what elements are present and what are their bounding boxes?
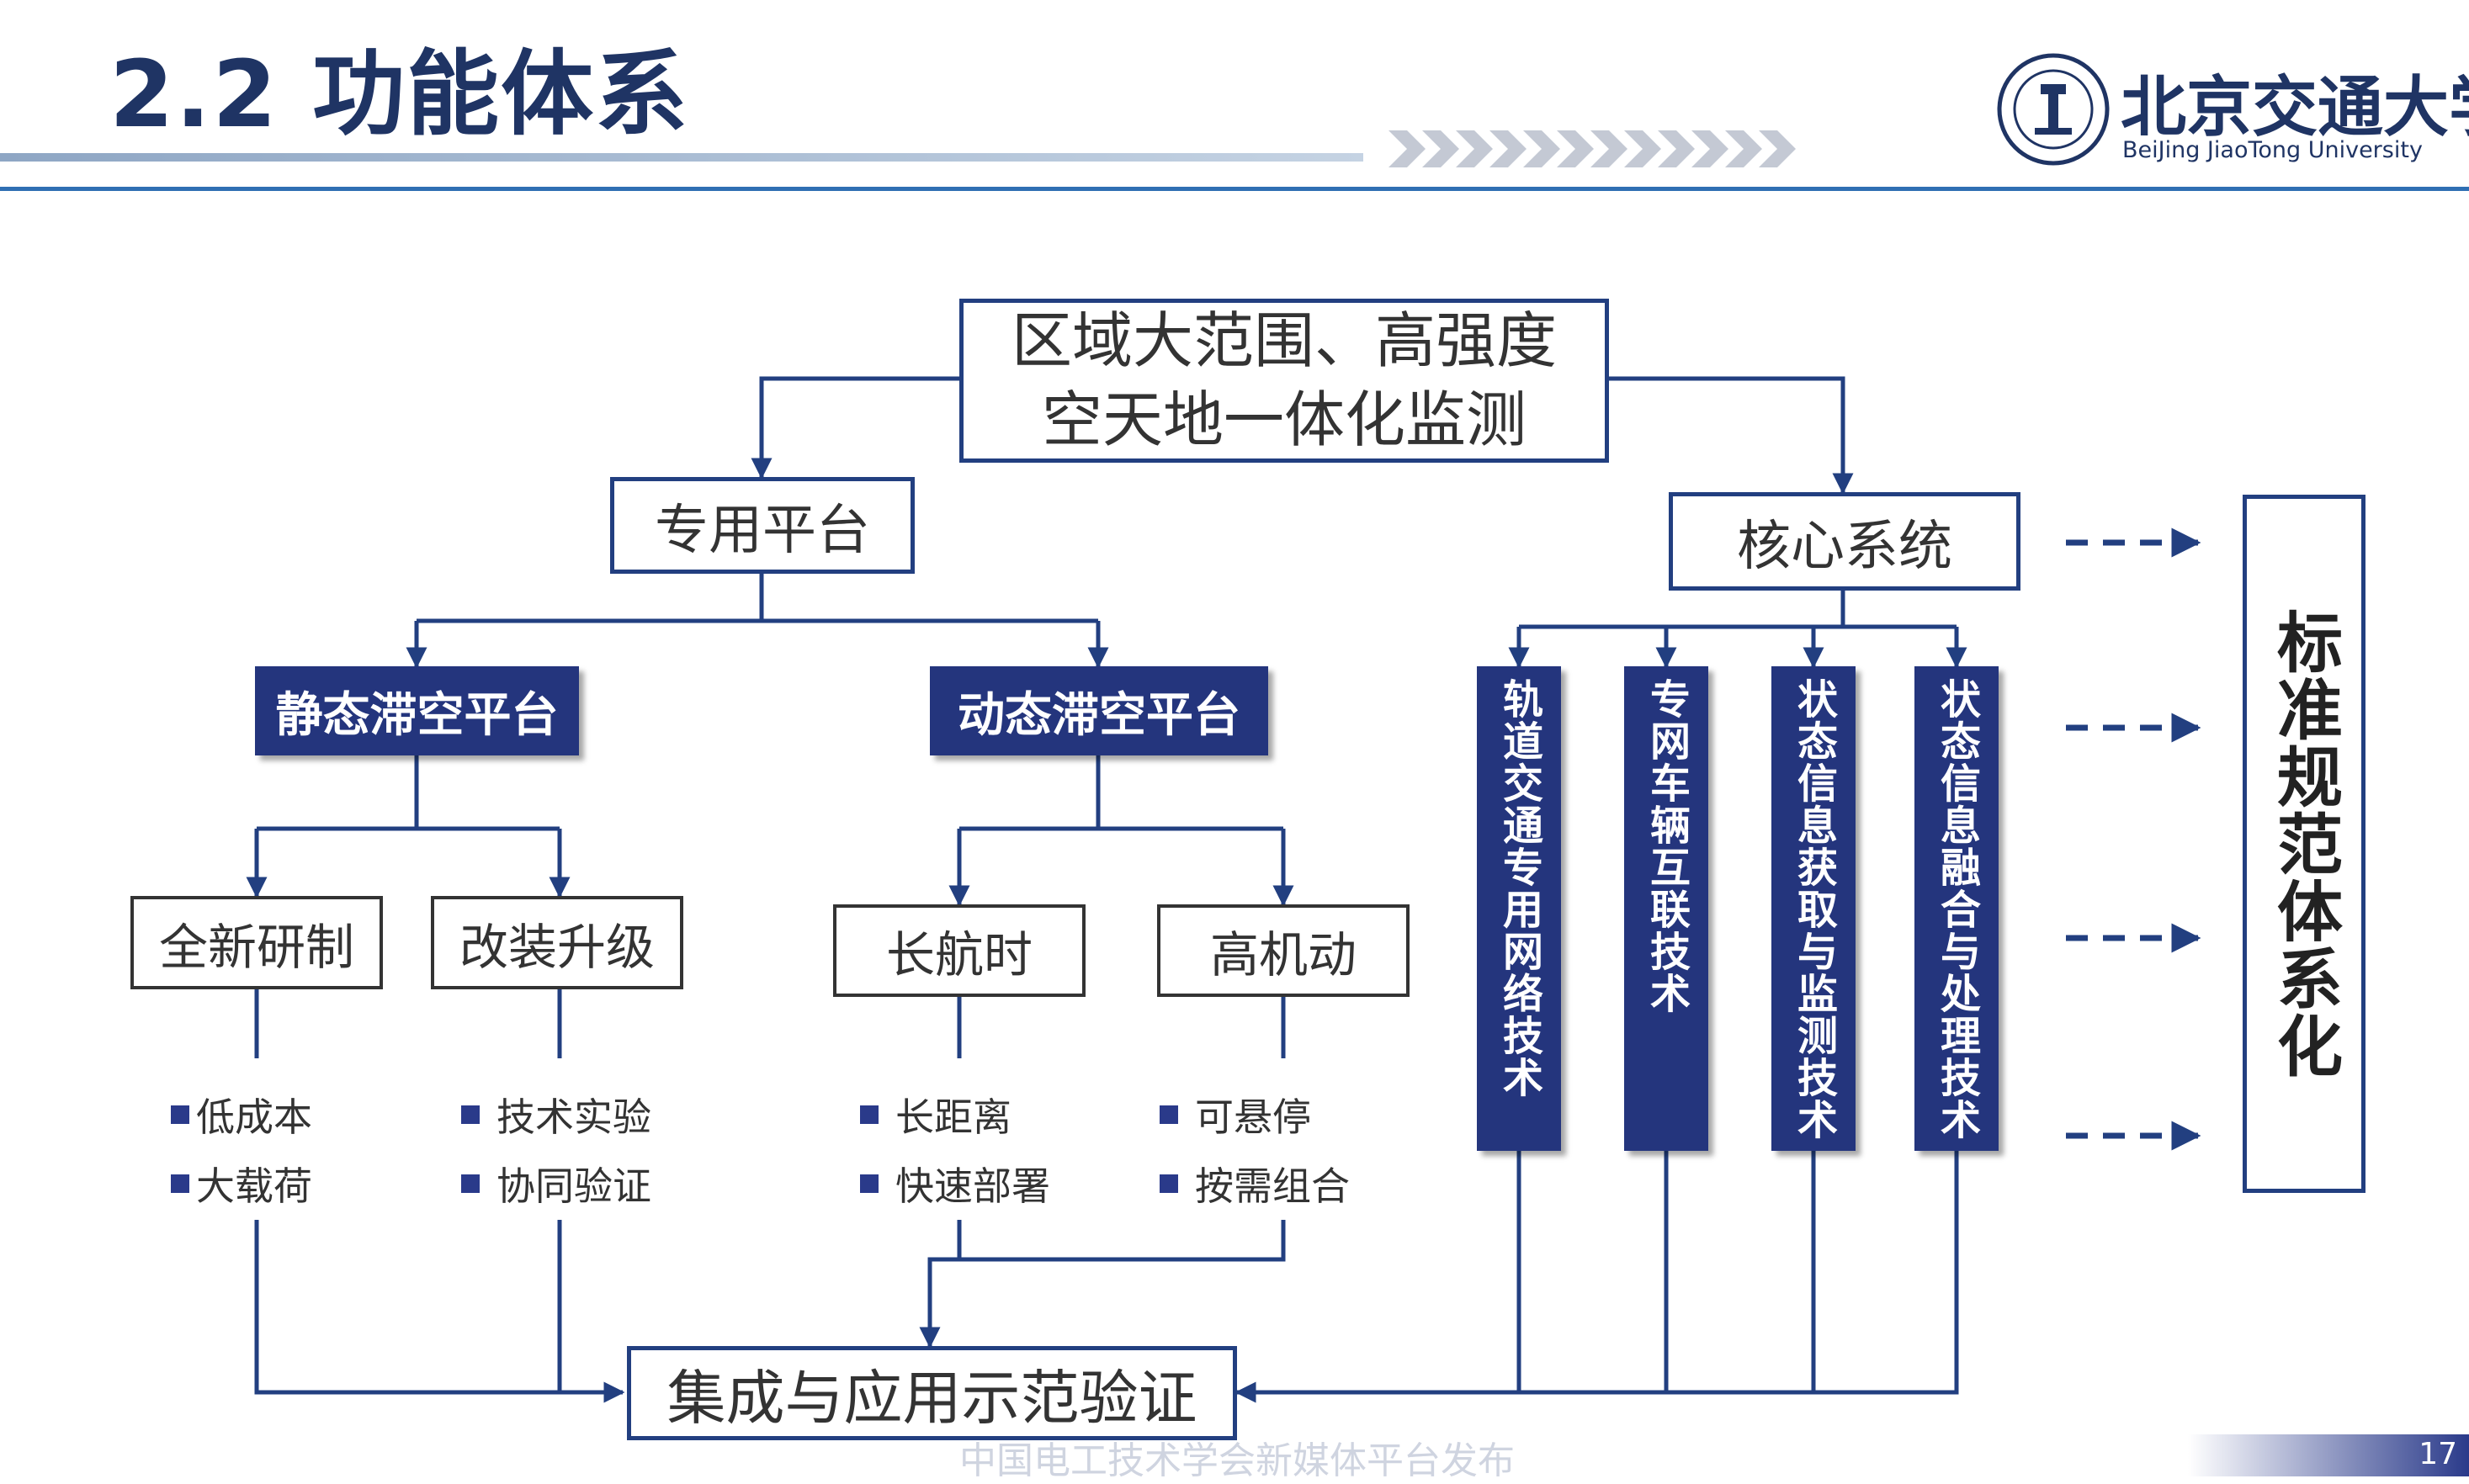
standard-box: 标准规范体系化 <box>2243 495 2365 1193</box>
tech-column-2: 专网车辆互联技术 <box>1624 666 1708 1151</box>
university-name-en: BeiJing JiaoTong University <box>2122 137 2423 163</box>
tech-column-4: 状态信息融合与处理技术 <box>1914 666 1999 1151</box>
page-title: 2.2 功能体系 <box>109 40 690 148</box>
dynamic-platform-box: 动态滞空平台 <box>930 666 1268 755</box>
root-box: 区域大范围、高强度空天地一体化监测 <box>959 299 1609 463</box>
bullet-square-icon <box>1160 1174 1178 1193</box>
university-logo: 北京交通大学 BeiJing JiaoTong University <box>1994 46 2469 172</box>
long-endurance-box: 长航时 <box>833 904 1086 997</box>
tech-column-3: 状态信息获取与监测技术 <box>1771 666 1856 1151</box>
static-platform-box: 静态滞空平台 <box>255 666 579 755</box>
list-item: 大载荷 <box>171 1156 312 1211</box>
title-underline <box>0 153 1363 162</box>
list-item: 低成本 <box>171 1087 312 1142</box>
page-number: 17 <box>2419 1437 2457 1471</box>
list-item: 可悬停 <box>1160 1087 1311 1142</box>
list-item: 长距离 <box>860 1087 1011 1142</box>
integration-box: 集成与应用示范验证 <box>627 1346 1237 1440</box>
high-maneuver-box: 高机动 <box>1157 904 1410 997</box>
watermark: 中国电工技术学会新媒体平台发布 <box>959 1439 1515 1482</box>
platform-box: 专用平台 <box>610 477 915 574</box>
bullet-square-icon <box>461 1174 480 1193</box>
chevron-decoration-icon <box>1388 130 1796 167</box>
university-seal-icon <box>1997 53 2110 166</box>
bullet-square-icon <box>171 1105 189 1124</box>
bullet-square-icon <box>461 1105 480 1124</box>
bullet-square-icon <box>171 1174 189 1193</box>
list-item: 按需组合 <box>1160 1156 1350 1211</box>
bullet-square-icon <box>860 1174 879 1193</box>
tech-column-1: 轨道交通专用网络技术 <box>1477 666 1561 1151</box>
university-name-cn: 北京交通大学 <box>2121 69 2469 146</box>
list-item: 技术实验 <box>461 1087 651 1142</box>
list-item: 快速部署 <box>860 1156 1050 1211</box>
footer-bar <box>2188 1434 2469 1476</box>
retrofit-box: 改装升级 <box>431 896 683 989</box>
core-system-box: 核心系统 <box>1669 492 2020 591</box>
header-rule <box>0 187 2469 191</box>
bullet-square-icon <box>860 1105 879 1124</box>
new-build-box: 全新研制 <box>130 896 383 989</box>
list-item: 协同验证 <box>461 1156 651 1211</box>
bullet-square-icon <box>1160 1105 1178 1124</box>
